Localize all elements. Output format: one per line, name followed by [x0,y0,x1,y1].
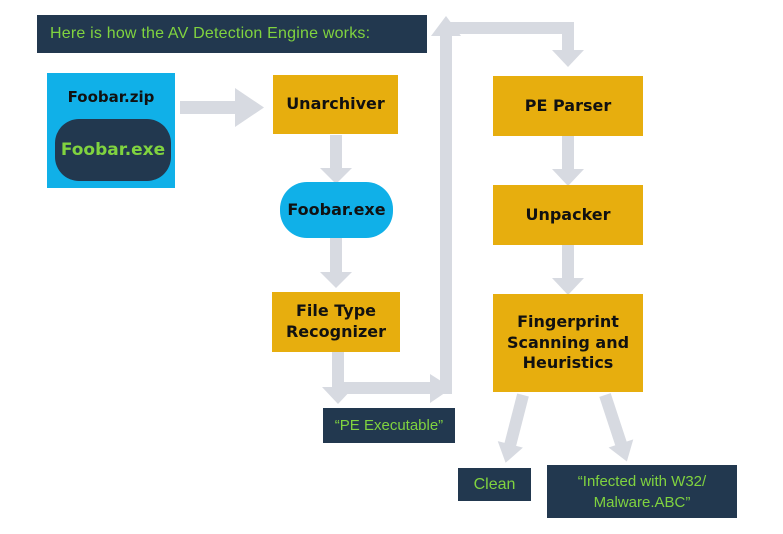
infected-verdict-label: “Infected with W32/ Malware.ABC” [577,472,707,511]
arrow-feedback-up [431,16,461,394]
arrow-unarchiver-to-extracted [320,135,352,184]
stage-file-type-recognizer: File Type Recognizer [272,292,400,352]
archived-exe-pill: Foobar.exe [55,119,171,181]
stage-file-type-recognizer-label: File Type Recognizer [285,301,387,341]
header-banner: Here is how the AV Detection Engine work… [37,15,427,53]
stage-unarchiver: Unarchiver [273,75,398,134]
stage-unpacker-label: Unpacker [525,204,611,224]
arrow-input-to-unarchiver [180,88,264,127]
arrow-elbow-right [332,374,452,403]
arrow-recognizer-to-result [322,352,354,404]
arrow-fingerprint-to-infected [599,393,634,462]
clean-verdict-badge: Clean [458,468,531,501]
arrow-unpacker-to-fingerprint [552,245,584,295]
arrow-fingerprint-to-clean [497,393,529,463]
archived-exe-label: Foobar.exe [60,140,166,160]
clean-verdict-label: Clean [473,475,516,493]
stage-pe-parser-label: PE Parser [524,95,612,115]
input-archive-box: Foobar.zip Foobar.exe [47,73,175,188]
stage-unpacker: Unpacker [493,185,643,245]
arrow-top-to-pe-parser [446,22,584,67]
extracted-exe-label: Foobar.exe [287,199,386,219]
stage-unarchiver-label: Unarchiver [286,94,385,114]
extracted-exe-pill: Foobar.exe [280,182,393,238]
stage-fingerprint-scanning: Fingerprint Scanning and Heuristics [493,294,643,392]
arrow-extracted-to-recognizer [320,238,352,288]
arrow-pe-parser-to-unpacker [552,136,584,186]
file-type-result-badge: “PE Executable” [323,408,455,443]
infected-verdict-badge: “Infected with W32/ Malware.ABC” [547,465,737,518]
page-title: Here is how the AV Detection Engine work… [50,25,371,42]
archive-name-label: Foobar.zip [67,88,155,106]
file-type-result-label: “PE Executable” [334,417,444,434]
stage-fingerprint-scanning-label: Fingerprint Scanning and Heuristics [506,311,630,373]
stage-pe-parser: PE Parser [493,76,643,136]
